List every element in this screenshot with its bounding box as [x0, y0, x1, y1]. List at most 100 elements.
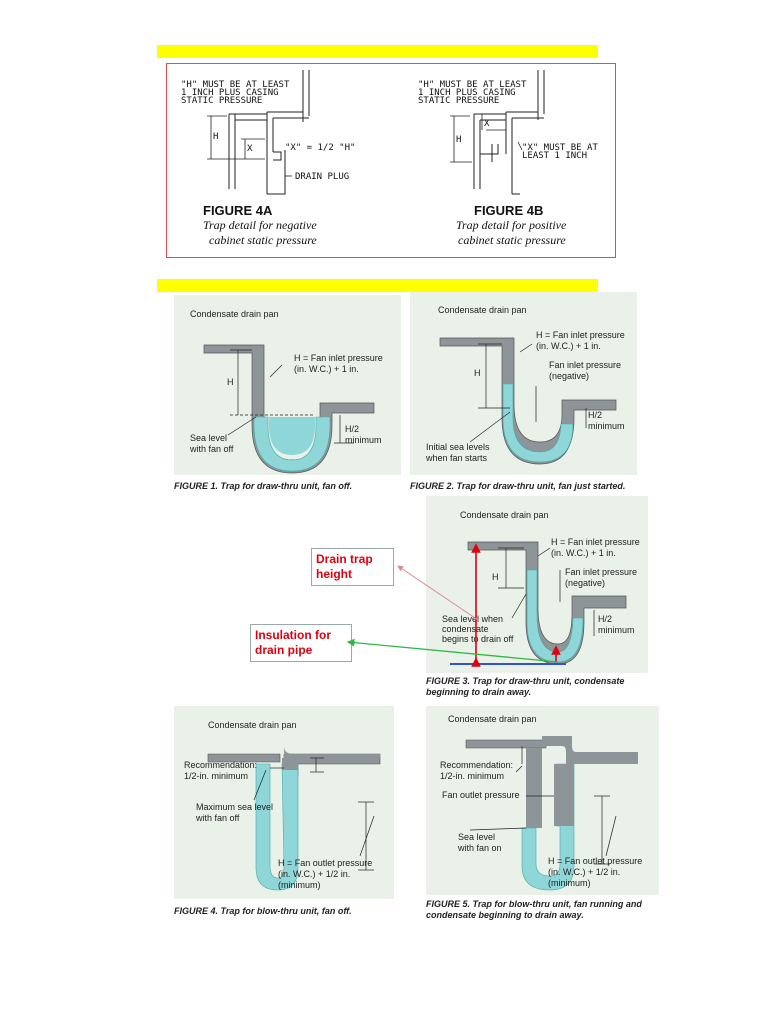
fig4b-note-line1: "H" MUST BE AT LEAST: [418, 80, 527, 90]
svg-text:H/2: H/2: [345, 424, 359, 434]
figure-4b-drawing: "H" MUST BE AT LEAST 1 INCH PLUS CASING …: [418, 70, 598, 247]
fig5-h-eq-line2: (in. W.C.) + 1/2 in.: [548, 867, 620, 877]
highlight-bar-middle: [157, 279, 598, 292]
figure-1-drawing: Condensate drain pan H = Fan inlet press…: [189, 309, 383, 474]
svg-text:Fan inlet pressure: Fan inlet pressure: [549, 360, 621, 370]
svg-text:1/2-in. minimum: 1/2-in. minimum: [440, 771, 504, 781]
fig1-h-eq-line1: H = Fan inlet pressure: [294, 353, 383, 363]
svg-text:(minimum): (minimum): [278, 880, 321, 890]
svg-text:H = Fan inlet pressure: H = Fan inlet pressure: [551, 537, 640, 547]
drain-trap-pointer: [397, 565, 479, 621]
fig5-caption-line2: condensate beginning to drain away.: [426, 910, 584, 920]
fig4b-title: FIGURE 4B: [474, 203, 543, 218]
fig3-h-eq-line2: (in. W.C.) + 1 in.: [551, 548, 616, 558]
fig2-seal-line2: when fan starts: [425, 453, 488, 463]
fig5-caption-line1: FIGURE 5. Trap for blow-thru unit, fan r…: [426, 899, 642, 909]
fig5-fan-outlet-label: Fan outlet pressure: [442, 790, 520, 800]
svg-text:1 INCH PLUS CASING: 1 INCH PLUS CASING: [418, 88, 516, 98]
svg-text:H = Fan outlet pressure: H = Fan outlet pressure: [278, 858, 372, 868]
fig2-h2-line2: minimum: [588, 421, 625, 431]
figure-4-drawing: Condensate drain pan Recommendation: 1/2…: [184, 720, 381, 891]
figure-3-caption: FIGURE 3. Trap for draw-thru unit, conde…: [426, 676, 624, 698]
fig4b-note-line3: STATIC PRESSURE: [418, 96, 499, 106]
fig3-caption-line2: beginning to drain away.: [426, 687, 532, 697]
fig3-h2-line2: minimum: [598, 625, 635, 635]
fig4b-x-note-line1: "X" MUST BE AT: [522, 143, 598, 153]
figure-5-drawing: Condensate drain pan Recommendation: 1/2…: [440, 714, 642, 891]
fig4b-subtitle-line1: Trap detail for positive: [456, 218, 567, 232]
fig4a-note-line2: 1 INCH PLUS CASING: [181, 88, 279, 98]
fig1-pan-label: Condensate drain pan: [190, 309, 279, 319]
fig5-seal-line1: Sea level: [458, 832, 495, 842]
svg-text:minimum: minimum: [598, 625, 635, 635]
svg-text:Fan inlet pressure: Fan inlet pressure: [565, 567, 637, 577]
drain-trap-height-callout: Drain trap height: [311, 548, 394, 586]
fig4-max-seal-line1: Maximum sea level: [196, 802, 273, 812]
svg-text:"H" MUST BE AT LEAST: "H" MUST BE AT LEAST: [418, 80, 527, 90]
svg-text:H = Fan inlet pressure: H = Fan inlet pressure: [294, 353, 383, 363]
svg-text:Maximum sea level: Maximum sea level: [196, 802, 273, 812]
svg-text:(in. W.C.) + 1/2 in.: (in. W.C.) + 1/2 in.: [278, 869, 350, 879]
fig4-h-eq-line1: H = Fan outlet pressure: [278, 858, 372, 868]
fig2-h2-line1: H/2: [588, 410, 602, 420]
svg-text:H/2: H/2: [598, 614, 612, 624]
fig4a-drain-plug-label: DRAIN PLUG: [295, 172, 349, 182]
fig1-h-eq-line2: (in. W.C.) + 1 in.: [294, 364, 359, 374]
fig2-h-eq-line2: (in. W.C.) + 1 in.: [536, 341, 601, 351]
fig5-pan-label: Condensate drain pan: [448, 714, 537, 724]
fig2-fan-inlet-line1: Fan inlet pressure: [549, 360, 621, 370]
fig4-rec-line1: Recommendation:: [184, 760, 257, 770]
svg-text:minimum: minimum: [345, 435, 382, 445]
svg-text:STATIC PRESSURE: STATIC PRESSURE: [418, 96, 499, 106]
fig3-h2-line1: H/2: [598, 614, 612, 624]
fig5-h-eq-line1: H = Fan outlet pressure: [548, 856, 642, 866]
fig3-pan-label: Condensate drain pan: [460, 510, 549, 520]
svg-text:(in. W.C.) + 1 in.: (in. W.C.) + 1 in.: [536, 341, 601, 351]
callout-insulation-line1: Insulation for: [255, 628, 331, 642]
fig1-seal-line1: Sea level: [190, 433, 227, 443]
fig2-h-label: H: [474, 368, 481, 378]
svg-text:condensate: condensate: [442, 624, 489, 634]
fig4a-x-formula: "X" = 1/2 "H": [285, 143, 355, 153]
svg-text:Sea level: Sea level: [190, 433, 227, 443]
figure-4-caption: FIGURE 4. Trap for blow-thru unit, fan o…: [174, 906, 352, 916]
fig3-fan-inlet-line1: Fan inlet pressure: [565, 567, 637, 577]
fig4-max-seal-line2: with fan off: [195, 813, 240, 823]
fig4-pan-label: Condensate drain pan: [208, 720, 297, 730]
svg-text:Sea level: Sea level: [458, 832, 495, 842]
fig3-caption-line1: FIGURE 3. Trap for draw-thru unit, conde…: [426, 676, 625, 686]
fig4-h-eq-line3: (minimum): [278, 880, 321, 890]
fig4a-note-line3: STATIC PRESSURE: [181, 96, 262, 106]
fig4a-subtitle-line1: Trap detail for negative: [203, 218, 317, 232]
svg-text:Recommendation:: Recommendation:: [440, 760, 513, 770]
svg-text:minimum: minimum: [588, 421, 625, 431]
fig1-h2-line2: minimum: [345, 435, 382, 445]
fig2-pan-label: Condensate drain pan: [438, 305, 527, 315]
svg-text:H = Fan outlet pressure: H = Fan outlet pressure: [548, 856, 642, 866]
fig5-h-eq-line3: (minimum): [548, 878, 591, 888]
fig3-fan-inlet-line2: (negative): [565, 578, 605, 588]
svg-text:(in. W.C.) + 1/2 in.: (in. W.C.) + 1/2 in.: [548, 867, 620, 877]
svg-text:(minimum): (minimum): [548, 878, 591, 888]
svg-text:H = Fan inlet pressure: H = Fan inlet pressure: [536, 330, 625, 340]
svg-text:(negative): (negative): [565, 578, 605, 588]
fig3-h-eq-line1: H = Fan inlet pressure: [551, 537, 640, 547]
svg-text:Trap detail for positive: Trap detail for positive: [456, 218, 567, 232]
svg-text:(in. W.C.) + 1 in.: (in. W.C.) + 1 in.: [294, 364, 359, 374]
figure-5-caption: FIGURE 5. Trap for blow-thru unit, fan r…: [426, 899, 642, 921]
svg-text:with fan on: with fan on: [457, 843, 502, 853]
svg-text:"H" MUST BE AT LEAST: "H" MUST BE AT LEAST: [181, 80, 290, 90]
fig4b-note-line2: 1 INCH PLUS CASING: [418, 88, 516, 98]
fig5-seal-line2: with fan on: [457, 843, 502, 853]
svg-text:1 INCH PLUS CASING: 1 INCH PLUS CASING: [181, 88, 279, 98]
insulation-pointer: [346, 638, 559, 663]
svg-text:"X" MUST BE AT: "X" MUST BE AT: [522, 143, 598, 153]
fig1-seal-line2: with fan off: [189, 444, 234, 454]
svg-text:(negative): (negative): [549, 371, 589, 381]
svg-text:with fan off: with fan off: [189, 444, 234, 454]
figure-2-caption: FIGURE 2. Trap for draw-thru unit, fan j…: [410, 481, 626, 491]
fig4a-h-label: H: [213, 132, 218, 142]
fig2-fan-inlet-line2: (negative): [549, 371, 589, 381]
fig4a-title: FIGURE 4A: [203, 203, 273, 218]
